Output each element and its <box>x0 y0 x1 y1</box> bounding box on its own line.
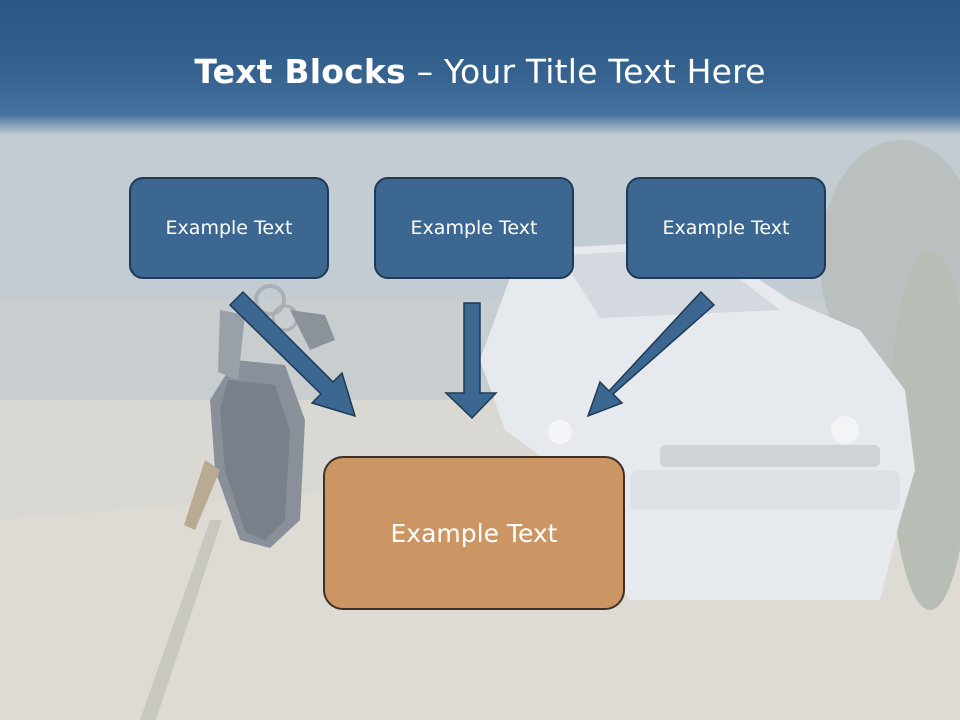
header-band <box>0 0 960 135</box>
car-keys <box>184 284 335 548</box>
arrow-left-to-main[interactable] <box>228 290 357 418</box>
title-dash: – <box>405 52 444 91</box>
text-block-main-label: Example Text <box>390 518 558 548</box>
title-rest-part: Your Title Text Here <box>443 52 766 91</box>
arrow-center-to-main[interactable] <box>444 302 498 420</box>
text-block-main[interactable]: Example Text <box>323 456 625 610</box>
slide-title: Text Blocks – Your Title Text Here <box>0 52 960 91</box>
arrow-right-to-main[interactable] <box>586 290 716 418</box>
text-block-top-right[interactable]: Example Text <box>626 177 826 279</box>
title-bold-part: Text Blocks <box>194 52 406 91</box>
text-block-top-center[interactable]: Example Text <box>374 177 574 279</box>
text-block-top-left[interactable]: Example Text <box>129 177 329 279</box>
text-block-top-right-label: Example Text <box>662 217 790 239</box>
text-block-top-left-label: Example Text <box>165 217 293 239</box>
text-block-top-center-label: Example Text <box>410 217 538 239</box>
